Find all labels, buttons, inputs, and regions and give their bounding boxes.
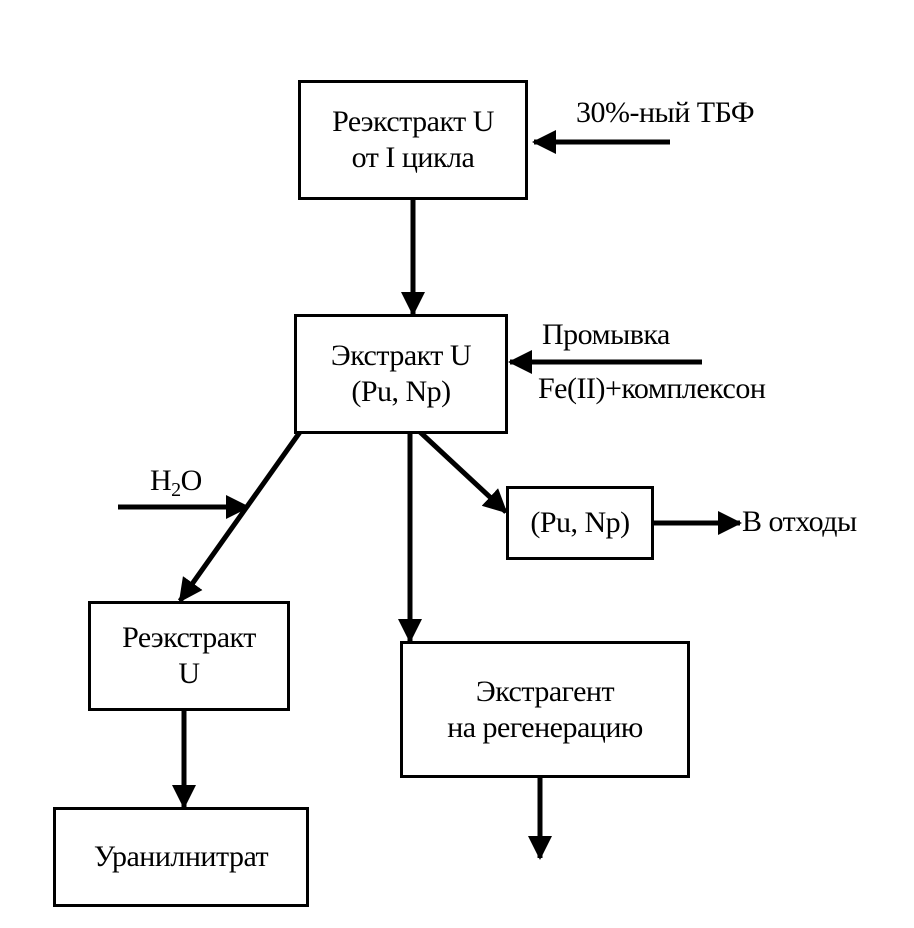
box-pu-np-line1: (Pu, Np) [530,506,630,539]
box-extract-line2: (Pu, Np) [351,375,451,408]
box-reextract-u-line2: U [178,657,200,690]
label-water-main: H [150,464,172,497]
box-reextract-cycle1-line2: от I цикла [351,141,475,174]
arrow-extract-to-punp [418,430,508,514]
box-uranyl-nitrate: Уранилнитрат [53,807,309,907]
box-extractant: Экстрагент на регенерацию [400,641,690,778]
box-uranyl-nitrate-line1: Уранилнитрат [93,840,269,873]
label-water-tail: O [180,464,203,497]
label-tbp: 30%-ный ТБФ [576,96,755,129]
box-reextract-u-line1: Реэкстракт [122,621,256,654]
arrow-extract-to-reextract [177,430,303,603]
label-water-sub: 2 [171,479,181,501]
label-wash-line2: Fe(II)+комплексон [538,372,766,405]
label-waste: В отходы [742,505,857,538]
box-extractant-line2: на регенерацию [447,710,643,744]
box-pu-np: (Pu, Np) [506,486,654,560]
box-reextract-cycle1: Реэкстракт U от I цикла [298,80,528,200]
label-wash-line1: Промывка [542,318,670,351]
label-water: H2O [150,464,203,501]
box-extract: Экстракт U (Pu, Np) [294,314,508,434]
box-extractant-line1: Экстрагент [475,674,615,708]
box-reextract-cycle1-line1: Реэкстракт U [332,105,494,138]
box-extract-line1: Экстракт U [330,339,472,372]
box-reextract-u: Реэкстракт U [88,601,290,711]
